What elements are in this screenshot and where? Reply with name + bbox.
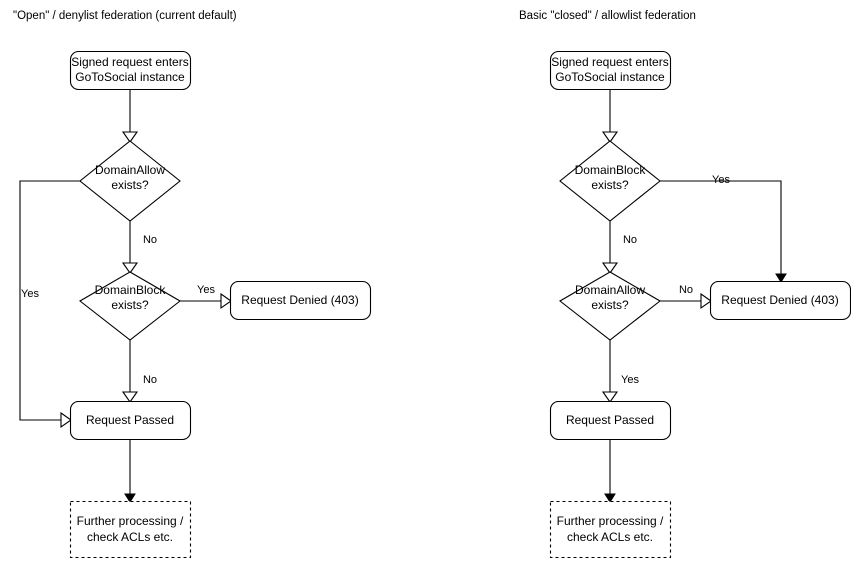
node-decision-domainallow-line1-right: DomainAllow [575, 283, 645, 297]
arrowhead-domainallow-yes-left [60, 411, 72, 429]
diagram-closed-allowlist: Basic "closed" / allowlist federation Si… [519, 10, 851, 559]
diagram-open-denylist: "Open" / denylist federation (current de… [13, 10, 372, 559]
node-decision-domainblock-line1-right: DomainBlock [575, 163, 647, 177]
edge-domainblock-yes-right [660, 180, 782, 276]
node-entry-line1-left: Signed request enters [71, 55, 188, 69]
node-decision-domainallow-line2-left: exists? [111, 178, 149, 192]
edge-domainallow-yes-left [19, 180, 80, 421]
node-request-denied-label-right: Request Denied (403) [721, 293, 838, 307]
edge-label-domainblock-yes-left: Yes [197, 284, 215, 296]
arrowhead-passed-to-further-right [604, 493, 616, 503]
node-entry-line2-right: GoToSocial instance [555, 70, 665, 84]
node-further-processing-line1-right: Further processing / [557, 514, 664, 528]
edge-label-domainblock-no-right: No [623, 234, 637, 246]
arrowhead-domainblock-yes-right [775, 273, 787, 283]
node-entry-line2-left: GoToSocial instance [75, 70, 185, 84]
node-further-processing-right [549, 500, 672, 559]
node-decision-domainblock-line2-left: exists? [111, 298, 149, 312]
diagram-title-open-denylist: "Open" / denylist federation (current de… [13, 10, 237, 22]
arrowhead-passed-to-further-left [124, 493, 136, 503]
diagram-title-closed-allowlist: Basic "closed" / allowlist federation [519, 10, 696, 22]
edge-label-domainblock-no-left: No [143, 374, 157, 386]
node-further-processing-line2-right: check ACLs etc. [567, 530, 653, 544]
arrowhead-domainblock-yes-left [220, 292, 232, 310]
arrowhead-entry-to-domainallow-left [121, 131, 139, 143]
arrowhead-domainallow-no-left [121, 262, 139, 274]
arrowhead-domainblock-no-right [601, 262, 619, 274]
arrowhead-entry-to-domainblock-right [601, 131, 619, 143]
node-further-processing-line1-left: Further processing / [77, 514, 184, 528]
edge-label-domainallow-no-right: No [679, 284, 693, 296]
node-further-processing-line2-left: check ACLs etc. [87, 530, 173, 544]
edge-label-domainallow-yes-right: Yes [621, 374, 639, 386]
node-request-passed-label-left: Request Passed [86, 413, 174, 427]
node-decision-domainblock-line1-left: DomainBlock [95, 283, 167, 297]
arrowhead-domainblock-no-left [121, 391, 139, 403]
node-request-passed-label-right: Request Passed [566, 413, 654, 427]
arrowhead-domainallow-no-right [700, 292, 712, 310]
edge-label-domainallow-yes-left: Yes [21, 288, 39, 300]
node-decision-domainallow-line1-left: DomainAllow [95, 163, 165, 177]
node-entry-line1-right: Signed request enters [551, 55, 668, 69]
node-request-denied-left [229, 280, 372, 321]
node-further-processing-left [69, 500, 192, 559]
arrowhead-domainallow-yes-right [601, 391, 619, 403]
node-decision-domainblock-line2-right: exists? [591, 178, 629, 192]
edge-label-domainallow-no-left: No [143, 234, 157, 246]
node-decision-domainallow-line2-right: exists? [591, 298, 629, 312]
edge-label-domainblock-yes-right: Yes [712, 174, 730, 186]
node-request-denied-label-left: Request Denied (403) [241, 293, 358, 307]
